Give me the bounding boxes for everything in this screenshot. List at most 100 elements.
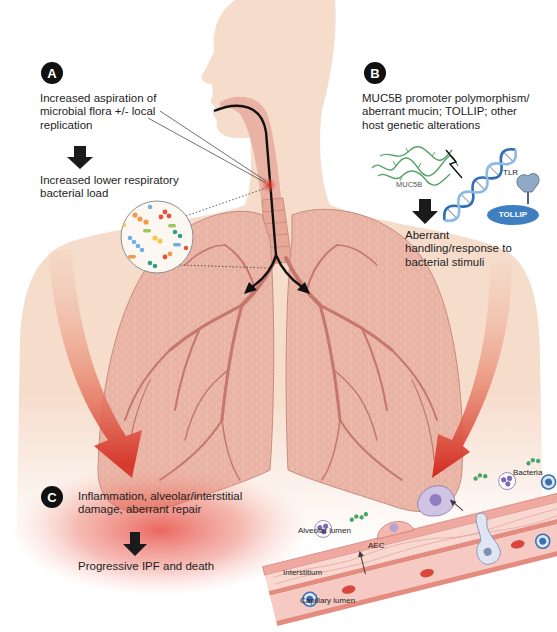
molecule-label: MUC5B [396, 181, 436, 190]
node-shape [41, 486, 63, 508]
bacterium [157, 238, 162, 243]
bacterium [168, 224, 176, 228]
section-badge: A [41, 62, 63, 84]
bacterium [128, 236, 133, 241]
arrow-head [297, 282, 310, 294]
red-blood-cell [510, 539, 526, 550]
bacterium [122, 223, 126, 227]
immune-cell [540, 474, 557, 491]
aec-cell [374, 518, 414, 540]
bacterium [530, 458, 535, 463]
bacterium [132, 240, 137, 245]
bacterium [152, 235, 157, 240]
nucleus-lobe [506, 475, 512, 481]
bronchiole [185, 370, 228, 440]
step-text: Aberrant handling/response to bacterial … [405, 229, 515, 269]
capillary-lumen [270, 516, 557, 621]
molecule-label: TLR [503, 168, 527, 177]
step-text: MUC5B promoter polymorphism/ aberrant mu… [362, 92, 532, 132]
migration-arrow [361, 555, 366, 574]
bacterium [173, 243, 181, 247]
bronchiole [175, 328, 200, 410]
tissue-label: Interstitium [283, 568, 343, 577]
node-text: A [47, 67, 56, 80]
bacterium [148, 205, 152, 209]
red-blood-cell [341, 584, 357, 595]
arrow-head [244, 282, 257, 294]
bacterium [167, 214, 172, 219]
mucin-branches [393, 148, 435, 184]
tissue-label: AEC [368, 541, 394, 550]
node-text: TOLLIP [499, 211, 527, 219]
tissue-label: Bacteria [513, 468, 557, 477]
arrow-head [450, 498, 458, 506]
bacterium [354, 514, 359, 519]
mucin-strand [372, 156, 458, 176]
bronchial-tree [125, 245, 276, 480]
lightning-bolt [446, 150, 462, 178]
helix-rung [476, 181, 484, 189]
cell-nucleus [389, 522, 400, 533]
endothelium-layer [276, 541, 557, 626]
macrophage [414, 482, 457, 520]
bacterium [359, 515, 364, 520]
bacterium [159, 215, 164, 220]
step-text: Increased lower respiratory bacterial lo… [40, 174, 182, 201]
mucin-strands [372, 147, 458, 185]
progression-arrow [48, 250, 142, 478]
section-badge: C [41, 486, 63, 508]
bronchus [222, 305, 242, 420]
step-text: Progressive IPF and death [78, 560, 270, 573]
node-text: C [47, 491, 56, 504]
bronchus [170, 305, 242, 350]
protein-ellipse: TOLLIP [487, 205, 539, 225]
node-shape [487, 205, 539, 225]
bacterium [163, 255, 168, 260]
migrating-leukocyte [468, 511, 503, 567]
bacterium [140, 248, 145, 253]
leader-line [148, 118, 266, 183]
bacterium [168, 252, 173, 257]
immune-cell [534, 533, 551, 550]
down-arrow [412, 199, 438, 224]
bacterium [349, 517, 354, 522]
helix-rung [490, 167, 498, 175]
bacterium [148, 261, 153, 266]
down-arrow [123, 532, 147, 556]
aspiration-path [214, 106, 276, 255]
nucleus-lobe [501, 477, 507, 483]
magnified-view [121, 201, 193, 273]
aspiration-branch [276, 255, 302, 287]
bacterium [483, 473, 488, 478]
node-shape [364, 62, 386, 84]
cell-nucleus [544, 478, 552, 486]
bacterium [363, 511, 368, 516]
bacterium [163, 210, 168, 215]
tissue-label: Capillary lumen [300, 596, 370, 605]
section-badge: B [364, 62, 386, 84]
bacterium [128, 255, 136, 259]
step-text: Inflammation, alveolar/interstitial dama… [78, 490, 270, 517]
tlr-stem [527, 192, 529, 204]
aspiration-branch [252, 255, 276, 287]
trachea-ring [264, 222, 286, 224]
tlr-receptor [517, 174, 539, 192]
bacterium [184, 246, 188, 250]
bacterium [473, 476, 478, 481]
pharynx [220, 97, 282, 208]
dotted-leader [180, 265, 268, 268]
bacterium [143, 219, 148, 224]
bronchial-tree [286, 245, 437, 480]
helix-rung [447, 209, 455, 217]
bacterium [536, 458, 541, 463]
helix-rung [504, 152, 512, 160]
helix-rung [462, 195, 470, 203]
leader-line [160, 111, 266, 181]
progression-arrow [432, 262, 512, 478]
step-text: Increased aspiration of microbial flora … [40, 92, 158, 132]
bacterium [153, 264, 158, 269]
cell-nucleus [538, 537, 546, 545]
bacteria-cluster [122, 205, 188, 269]
